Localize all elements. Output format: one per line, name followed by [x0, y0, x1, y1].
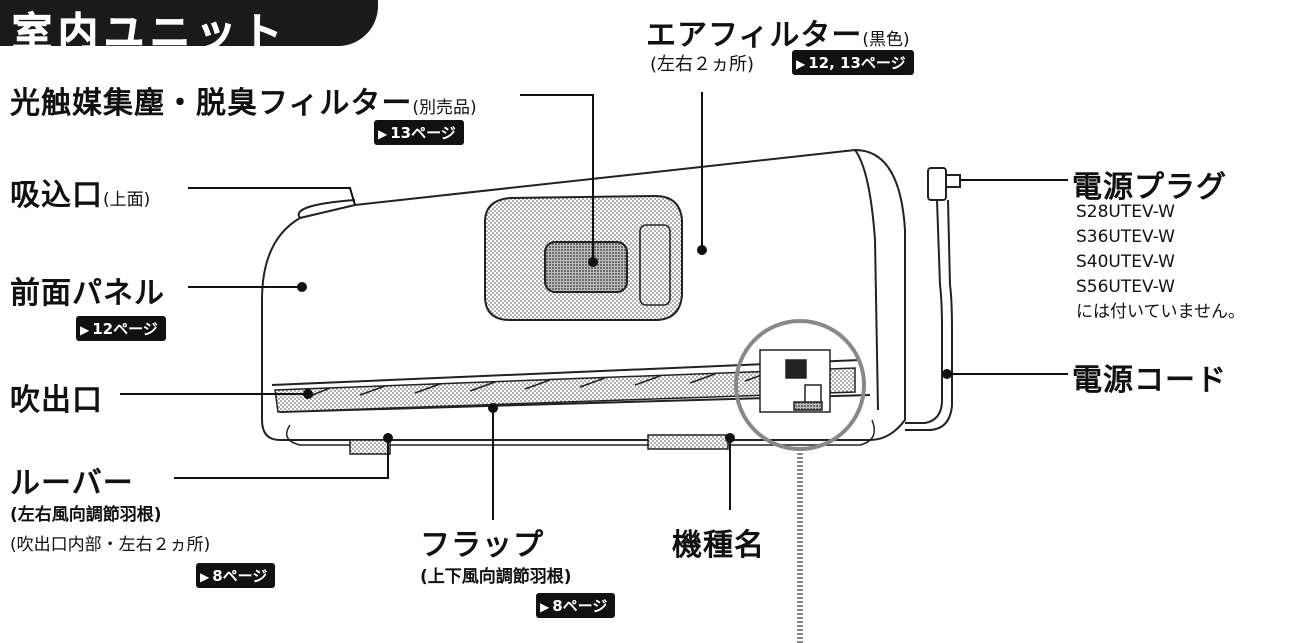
model-panel — [759, 349, 831, 413]
louver-location: (吹出口内部・左右２ヵ所) — [10, 535, 211, 555]
photocatalyst-filter-optional: (別売品) — [412, 98, 477, 118]
air-intake-label: 吸込口(上面) — [10, 170, 150, 214]
air-filter-color: (黒色) — [862, 30, 910, 50]
power-plug-drawing — [905, 167, 961, 431]
air-filter-note: (左右２ヵ所) — [650, 54, 755, 75]
air-filter-page-link[interactable]: ▶12, 13ページ — [792, 50, 914, 75]
filter-window — [484, 194, 683, 321]
play-icon: ▶ — [378, 127, 388, 141]
power-cord-title: 電源コード — [1072, 363, 1227, 398]
louver-page-link[interactable]: ▶8ページ — [196, 563, 276, 588]
flap-description: (上下風向調節羽根) — [420, 567, 572, 587]
model-name-title: 機種名 — [672, 528, 765, 563]
model-item: S40UTEV-W — [1076, 252, 1175, 272]
leader-lines — [120, 92, 1068, 520]
louver-description: (左右風向調節羽根) — [10, 505, 162, 525]
section-title-banner: 室内ユニット — [0, 0, 378, 57]
front-panel-page-link[interactable]: ▶12ページ — [76, 316, 166, 341]
model-item: S36UTEV-W — [1076, 227, 1175, 247]
play-icon: ▶ — [540, 600, 550, 614]
flap-title: フラップ — [420, 528, 544, 563]
play-icon: ▶ — [200, 570, 210, 584]
leader-dots — [297, 245, 952, 443]
air-intake-position: (上面) — [103, 190, 151, 210]
air-filter-label: エアフィルター(黒色) — [646, 10, 910, 54]
air-outlet-title: 吹出口 — [10, 383, 103, 418]
photocatalyst-filter-title: 光触媒集塵・脱臭フィルター — [10, 86, 413, 121]
play-icon: ▶ — [80, 323, 90, 337]
air-filter-title: エアフィルター — [646, 18, 863, 53]
model-item: S28UTEV-W — [1076, 202, 1175, 222]
air-intake-title: 吸込口 — [10, 178, 103, 213]
play-icon: ▶ — [796, 57, 806, 71]
model-item: S56UTEV-W — [1076, 277, 1175, 297]
section-title: 室内ユニット — [12, 10, 288, 57]
power-plug-title: 電源プラグ — [1072, 170, 1227, 205]
flap-page-link[interactable]: ▶8ページ — [536, 593, 616, 618]
photocatalyst-filter-page-link[interactable]: ▶13ページ — [374, 120, 464, 145]
louver-title: ルーバー — [10, 466, 134, 501]
photocatalyst-filter-label: 光触媒集塵・脱臭フィルター(別売品) — [10, 78, 477, 122]
power-plug-note: には付いていません。 — [1076, 302, 1245, 322]
front-panel-title: 前面パネル — [10, 276, 165, 311]
outlet-area — [274, 367, 875, 455]
power-plug-models: S28UTEV-W S36UTEV-W S40UTEV-W S56UTEV-W … — [1076, 200, 1245, 325]
